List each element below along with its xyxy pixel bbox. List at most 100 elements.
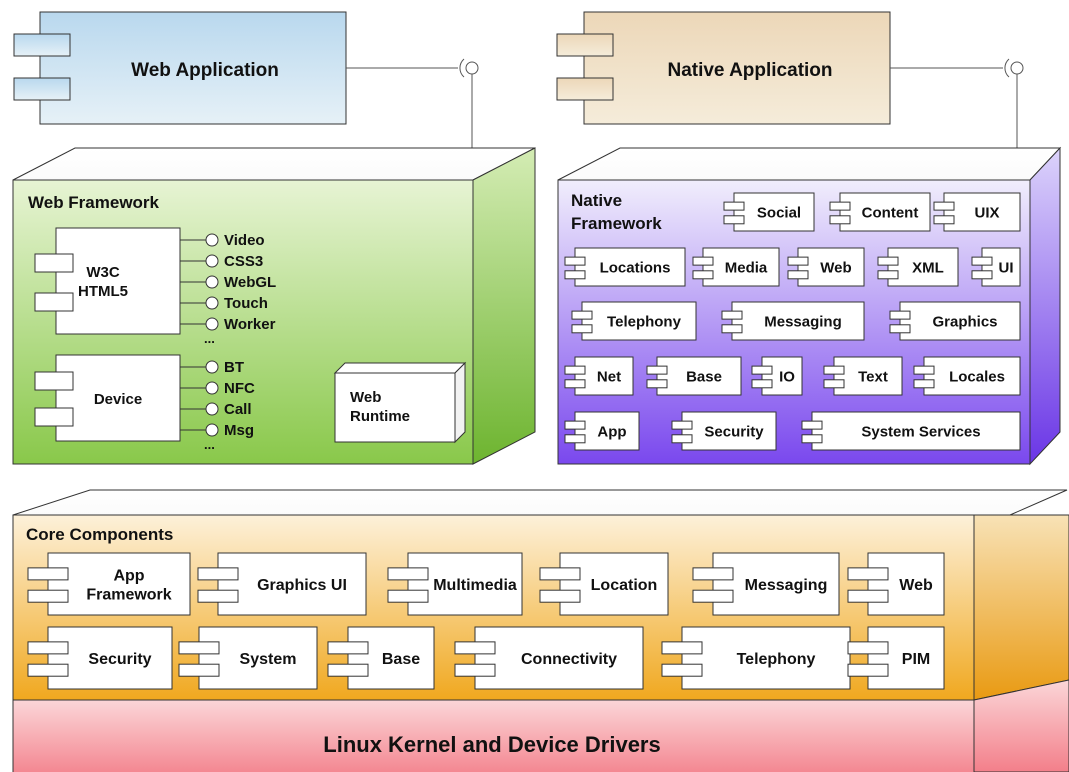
- kernel-label: Linux Kernel and Device Drivers: [323, 732, 660, 757]
- component-base: Base: [327, 626, 435, 690]
- component-label: Text: [858, 368, 888, 385]
- component-port-icon: [889, 324, 911, 334]
- interface-icon: [205, 275, 219, 289]
- interface-icon: [205, 317, 219, 331]
- component-port-icon: [454, 663, 496, 677]
- component-security: Security: [671, 411, 777, 451]
- interface-label-webgl: WebGL: [224, 274, 276, 291]
- component-system: System: [178, 626, 318, 690]
- component-label: Location: [591, 577, 658, 594]
- component-port-icon: [913, 379, 935, 389]
- interface-icon: [205, 360, 219, 374]
- component-label: Security: [704, 423, 764, 440]
- component-port-icon: [539, 589, 581, 603]
- component-port-icon: [692, 589, 734, 603]
- component-label: Content: [862, 204, 919, 221]
- component-label: Base: [382, 651, 420, 668]
- component-port-icon: [787, 256, 809, 266]
- w3c-interfaces: Video CSS3 WebGL Touch Worker ...: [180, 232, 276, 346]
- component-pim: PIM: [847, 626, 945, 690]
- component-port-icon: [27, 567, 69, 581]
- native-framework-components: Social Content UIX Locations Media Web XML UI Te…: [564, 192, 1021, 451]
- kernel-layer: Linux Kernel and Device Drivers: [12, 679, 1069, 772]
- component-web: Web: [847, 552, 945, 616]
- component-net: Net: [564, 356, 634, 396]
- component-label: XML: [912, 259, 944, 276]
- component-multimedia: Multimedia: [387, 552, 523, 616]
- component-label: UI: [999, 259, 1014, 276]
- component-label: System Services: [861, 423, 980, 440]
- component-messaging: Messaging: [692, 552, 840, 616]
- component-port-icon: [671, 420, 693, 430]
- component-label: Telephony: [737, 651, 816, 668]
- web-app-interface-connector: [346, 58, 479, 148]
- interface-provided-icon: [465, 61, 479, 75]
- component-port-icon: [933, 201, 955, 211]
- component-app: App: [564, 411, 640, 451]
- interface-label-touch: Touch: [224, 295, 268, 312]
- interface-icon: [205, 381, 219, 395]
- component-port-icon: [564, 379, 586, 389]
- component-port-icon: [723, 201, 745, 211]
- component-port-icon: [327, 641, 369, 655]
- web-application-label: Web Application: [131, 60, 279, 81]
- component-port-icon: [564, 270, 586, 280]
- component-port-icon: [646, 365, 668, 375]
- component-label: Security: [88, 651, 151, 668]
- component-port-icon: [556, 33, 614, 57]
- component-port-icon: [847, 589, 889, 603]
- native-framework-title-line2: Framework: [571, 214, 662, 233]
- w3c-label: W3C: [86, 264, 120, 281]
- component-label: Net: [597, 368, 621, 385]
- component-port-icon: [671, 434, 693, 444]
- component-port-icon: [661, 641, 703, 655]
- component-port-icon: [692, 567, 734, 581]
- interface-label-nfc: NFC: [224, 380, 255, 397]
- component-graphics-ui: Graphics UI: [197, 552, 367, 616]
- component-port-icon: [829, 201, 851, 211]
- interface-required-icon: [1004, 58, 1010, 78]
- interface-label-video: Video: [224, 232, 265, 249]
- component-messaging: Messaging: [721, 301, 865, 341]
- component-port-icon: [646, 379, 668, 389]
- component-label: Base: [686, 368, 722, 385]
- component-port-icon: [801, 420, 823, 430]
- component-port-icon: [539, 567, 581, 581]
- component-port-icon: [27, 663, 69, 677]
- component-locales: Locales: [913, 356, 1021, 396]
- component-port-icon: [34, 253, 74, 273]
- component-social: Social: [723, 192, 815, 232]
- component-port-icon: [751, 365, 773, 375]
- interface-icon: [205, 254, 219, 268]
- device-component: Device: [34, 354, 181, 442]
- component-connectivity: Connectivity: [454, 626, 644, 690]
- device-label: Device: [94, 391, 142, 408]
- native-framework-title-line1: Native: [571, 191, 622, 210]
- component-label: Media: [725, 259, 768, 276]
- interface-icon: [205, 402, 219, 416]
- component-port-icon: [13, 33, 71, 57]
- component-port-icon: [197, 567, 239, 581]
- component-graphics: Graphics: [889, 301, 1021, 341]
- component-port-icon: [34, 292, 74, 312]
- component-port-icon: [721, 324, 743, 334]
- component-label: UIX: [974, 204, 999, 221]
- component-port-icon: [178, 641, 220, 655]
- component-security: Security: [27, 626, 173, 690]
- native-application-label: Native Application: [667, 60, 832, 81]
- component-port-icon: [564, 434, 586, 444]
- component-label: Web: [820, 259, 851, 276]
- web-application: Web Application: [13, 11, 347, 125]
- component-media: Media: [692, 247, 780, 287]
- component-port-icon: [692, 270, 714, 280]
- component-port-icon: [564, 365, 586, 375]
- component-port-icon: [723, 215, 745, 225]
- interface-icon: [205, 296, 219, 310]
- interface-label-worker: Worker: [224, 316, 276, 333]
- component-port-icon: [913, 365, 935, 375]
- component-label: Locations: [600, 259, 671, 276]
- component-content: Content: [829, 192, 931, 232]
